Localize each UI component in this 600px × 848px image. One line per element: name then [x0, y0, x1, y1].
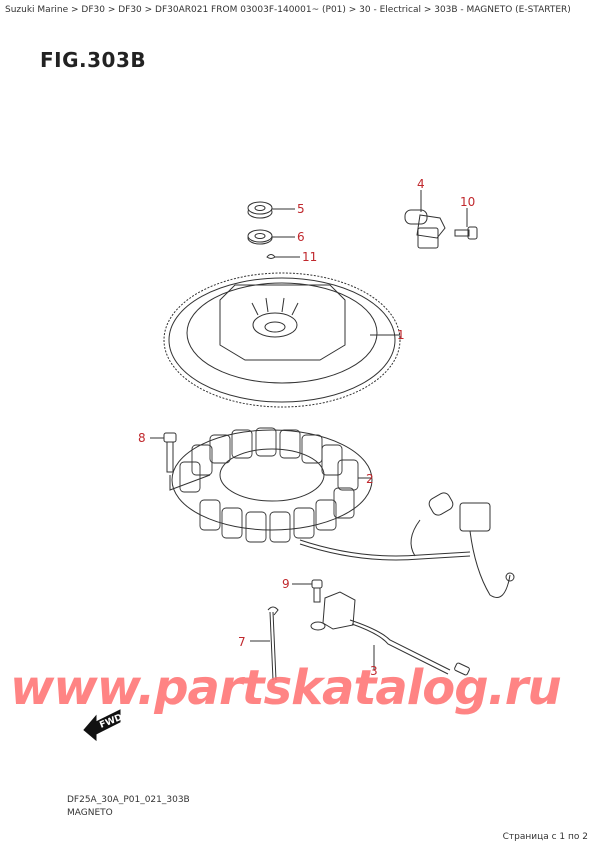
callout-1[interactable]: 1 — [397, 328, 405, 342]
callout-3[interactable]: 3 — [370, 664, 378, 678]
bolt-10-part — [454, 208, 478, 240]
nut-part — [247, 201, 295, 219]
callout-6[interactable]: 6 — [297, 230, 305, 244]
harness-connector — [410, 492, 515, 598]
washer-part — [247, 229, 295, 245]
callout-8[interactable]: 8 — [138, 431, 146, 445]
callout-11[interactable]: 11 — [302, 250, 318, 264]
pulser-harness — [349, 619, 470, 676]
figure-name: MAGNETO — [67, 808, 113, 818]
pagination: Страница с 1 по 2 — [502, 832, 588, 842]
callout-2[interactable]: 2 — [366, 472, 374, 486]
breadcrumb: Suzuki Marine > DF30 > DF30 > DF30AR021 … — [5, 5, 571, 15]
flywheel-part — [163, 272, 401, 408]
cable-tie-part — [250, 606, 279, 681]
callout-4[interactable]: 4 — [417, 177, 425, 191]
callout-7[interactable]: 7 — [238, 635, 246, 649]
callout-10[interactable]: 10 — [460, 195, 476, 209]
figure-code: DF25A_30A_P01_021_303B — [67, 795, 190, 805]
figure-title: FIG.303B — [40, 48, 147, 72]
stator-part — [171, 427, 471, 561]
callout-9[interactable]: 9 — [282, 577, 290, 591]
watermark: www.partskatalog.ru — [10, 660, 562, 716]
fwd-arrow-icon — [83, 709, 121, 742]
callout-5[interactable]: 5 — [297, 202, 305, 216]
sensor-part — [404, 190, 446, 249]
key-part — [266, 254, 300, 259]
bolt-9-part — [292, 579, 356, 631]
bolt-8-part — [150, 432, 211, 491]
